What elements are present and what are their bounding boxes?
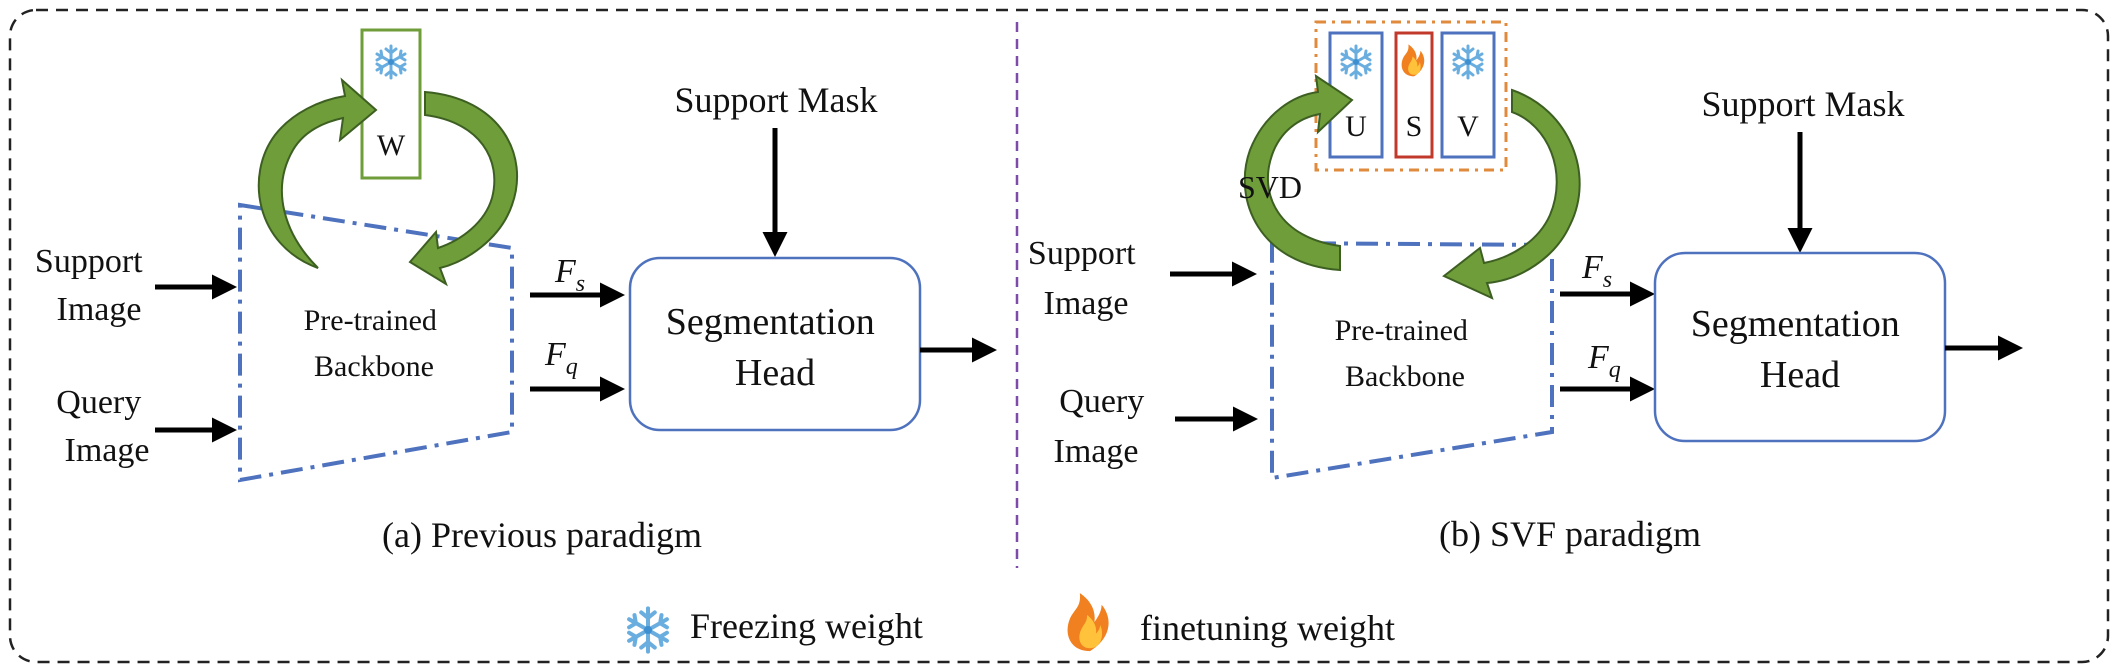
legend-snowflake-icon xyxy=(629,608,667,651)
outer-border xyxy=(8,8,2110,664)
left-caption: (a) Previous paradigm xyxy=(382,515,702,555)
left-panel: Support Image Query Image Pre-trained Ba… xyxy=(35,28,997,555)
right-segmentation-head-box xyxy=(1653,251,1947,443)
left-backbone-shape xyxy=(238,202,514,483)
right-green-arrow-right xyxy=(1442,88,1581,300)
left-segmentation-head-label: Segmentation Head xyxy=(666,301,884,394)
svd-label: SVD xyxy=(1238,169,1302,205)
left-support-image-label: Support Image xyxy=(35,243,151,328)
right-caption: (b) SVF paradigm xyxy=(1439,514,1701,554)
right-backbone-shape xyxy=(1270,240,1554,481)
right-panel: Support Image Query Image Pre-trained Ba… xyxy=(1028,20,2023,554)
left-green-arrow-right xyxy=(408,90,518,287)
right-green-arrow-left xyxy=(1243,73,1354,272)
left-backbone-label: Pre-trained Backbone xyxy=(304,304,445,383)
left-segmentation-head-box xyxy=(628,256,922,432)
legend-flame-icon xyxy=(1067,593,1109,652)
left-fs-label: Fs xyxy=(554,253,585,297)
legend-freeze-label: Freezing weight xyxy=(690,606,923,646)
left-weight-label: W xyxy=(377,129,406,162)
right-backbone-label: Pre-trained Backbone xyxy=(1335,314,1476,393)
v-label: V xyxy=(1457,110,1479,143)
left-query-image-label: Query Image xyxy=(56,384,149,469)
right-query-image-label: Query Image xyxy=(1054,383,1153,470)
right-support-mask-label: Support Mask xyxy=(1701,84,1904,124)
left-fq-label: Fq xyxy=(544,336,578,380)
legend: Freezing weight finetuning weight xyxy=(629,593,1395,652)
right-fq-label: Fq xyxy=(1587,339,1621,383)
u-label: U xyxy=(1345,110,1367,143)
s-label: S xyxy=(1406,110,1423,143)
right-support-image-label: Support Image xyxy=(1028,235,1144,322)
left-green-arrow-left xyxy=(257,77,378,269)
left-support-mask-label: Support Mask xyxy=(674,80,877,120)
right-segmentation-head-label: Segmentation Head xyxy=(1691,303,1909,396)
legend-finetune-label: finetuning weight xyxy=(1140,608,1395,648)
right-fs-label: Fs xyxy=(1581,249,1612,293)
